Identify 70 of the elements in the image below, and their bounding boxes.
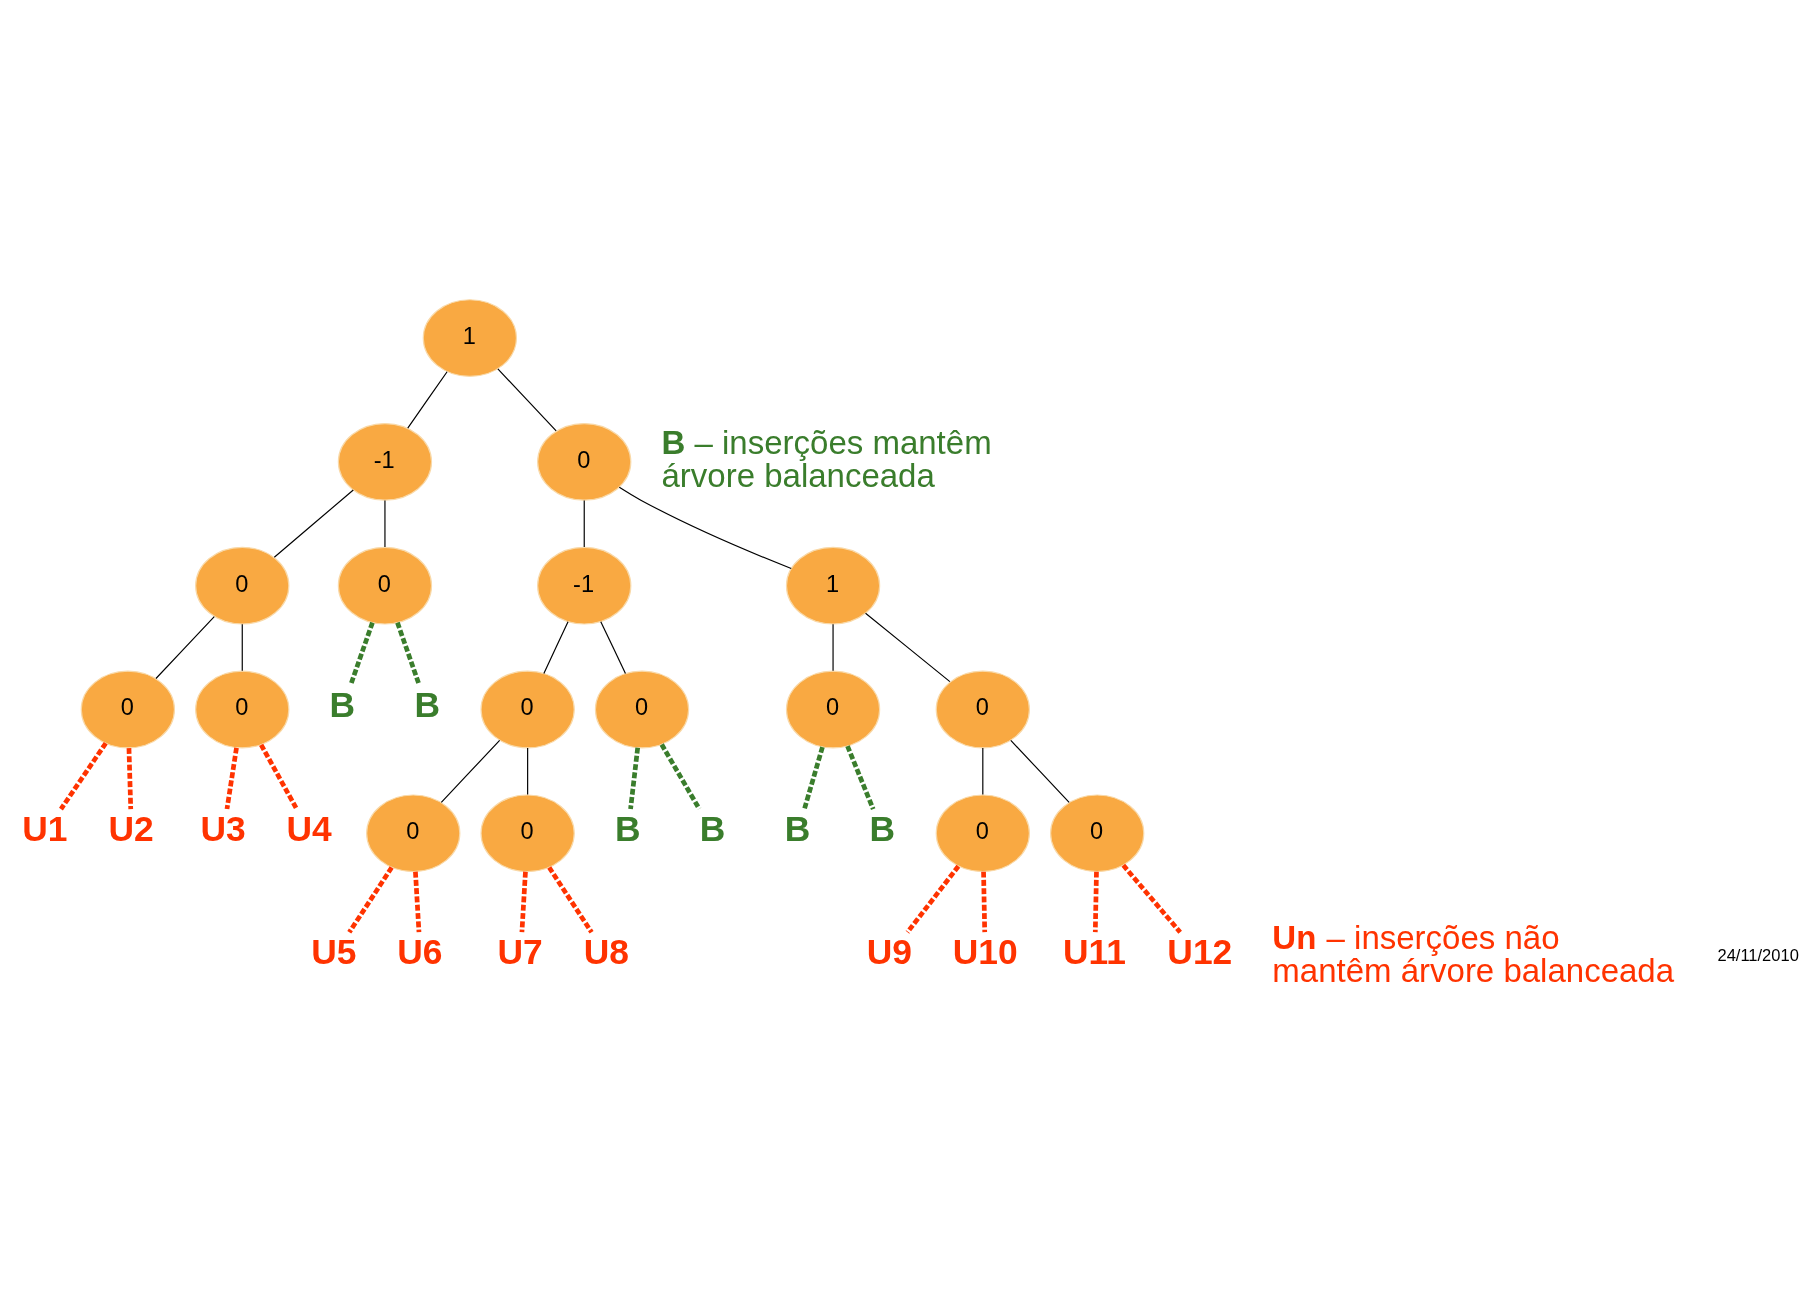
- connector: [982, 747, 984, 795]
- connector: [413, 871, 422, 932]
- connector: [519, 871, 528, 932]
- node-text: B: [414, 684, 440, 724]
- label: Un – inserções não mantêm árvore balanceada: [1272, 918, 1675, 989]
- connector: [126, 747, 134, 809]
- connector: [395, 621, 422, 686]
- connector: [600, 620, 627, 674]
- connector: [583, 499, 585, 548]
- connector: [497, 367, 557, 431]
- label: B – inserções mantêm árvore balanceada: [661, 423, 992, 494]
- node-text: B: [784, 808, 811, 848]
- node-ellipse: 0: [935, 670, 1030, 748]
- node-ellipse: 0: [1050, 793, 1145, 872]
- connector: [241, 623, 243, 671]
- node-text: U9: [866, 931, 912, 971]
- connector: [1092, 871, 1099, 932]
- connector: [802, 745, 825, 810]
- node-text: U1: [22, 808, 68, 848]
- connector: [659, 742, 702, 810]
- node-text: U4: [286, 808, 332, 848]
- connector: [224, 746, 239, 809]
- node-text: U10: [952, 931, 1018, 971]
- connector: [527, 747, 529, 795]
- connector: [905, 864, 961, 934]
- connector: [347, 865, 394, 934]
- connector: [547, 865, 594, 934]
- connector: [981, 871, 988, 932]
- connector: [628, 747, 641, 809]
- connector: [348, 621, 375, 686]
- node-ellipse: 0: [195, 546, 290, 625]
- node-ellipse: 0: [537, 422, 632, 501]
- node-text: U6: [397, 931, 443, 971]
- node-ellipse: 1: [785, 546, 881, 625]
- connector: [273, 488, 354, 558]
- label: 24/11/2010: [1717, 945, 1799, 964]
- node-ellipse: 0: [337, 546, 433, 625]
- node-ellipse: 0: [366, 793, 461, 872]
- node-ellipse: 1: [422, 298, 517, 377]
- connector: [618, 486, 792, 569]
- node-text: U8: [583, 931, 629, 971]
- connector: [59, 741, 108, 810]
- node-text: U11: [1063, 931, 1126, 971]
- node-text: U2: [108, 808, 154, 848]
- node-ellipse: 0: [480, 670, 575, 748]
- node-ellipse: 0: [785, 670, 881, 748]
- node-ellipse: 0: [935, 793, 1030, 872]
- node-ellipse: 0: [195, 670, 290, 748]
- node-text: U7: [497, 931, 543, 971]
- node-text: U12: [1167, 931, 1233, 971]
- node-ellipse: -1: [337, 422, 433, 501]
- connector: [543, 620, 569, 674]
- connector: [845, 744, 876, 810]
- connector: [440, 739, 501, 803]
- connector: [407, 370, 448, 429]
- connector: [259, 743, 299, 810]
- node-text: B: [869, 808, 896, 848]
- node-ellipse: 0: [80, 670, 176, 748]
- connector: [155, 615, 215, 679]
- node-text: U5: [311, 931, 357, 971]
- node-ellipse: -1: [537, 546, 632, 625]
- connector: [1010, 739, 1070, 803]
- connector: [1121, 863, 1182, 934]
- node-ellipse: 0: [480, 793, 575, 872]
- connector: [864, 612, 951, 682]
- node-text: B: [699, 808, 726, 848]
- node-text: B: [614, 808, 641, 848]
- node-ellipse: 0: [594, 670, 690, 748]
- node-text: U3: [200, 808, 246, 848]
- node-text: B: [329, 684, 356, 724]
